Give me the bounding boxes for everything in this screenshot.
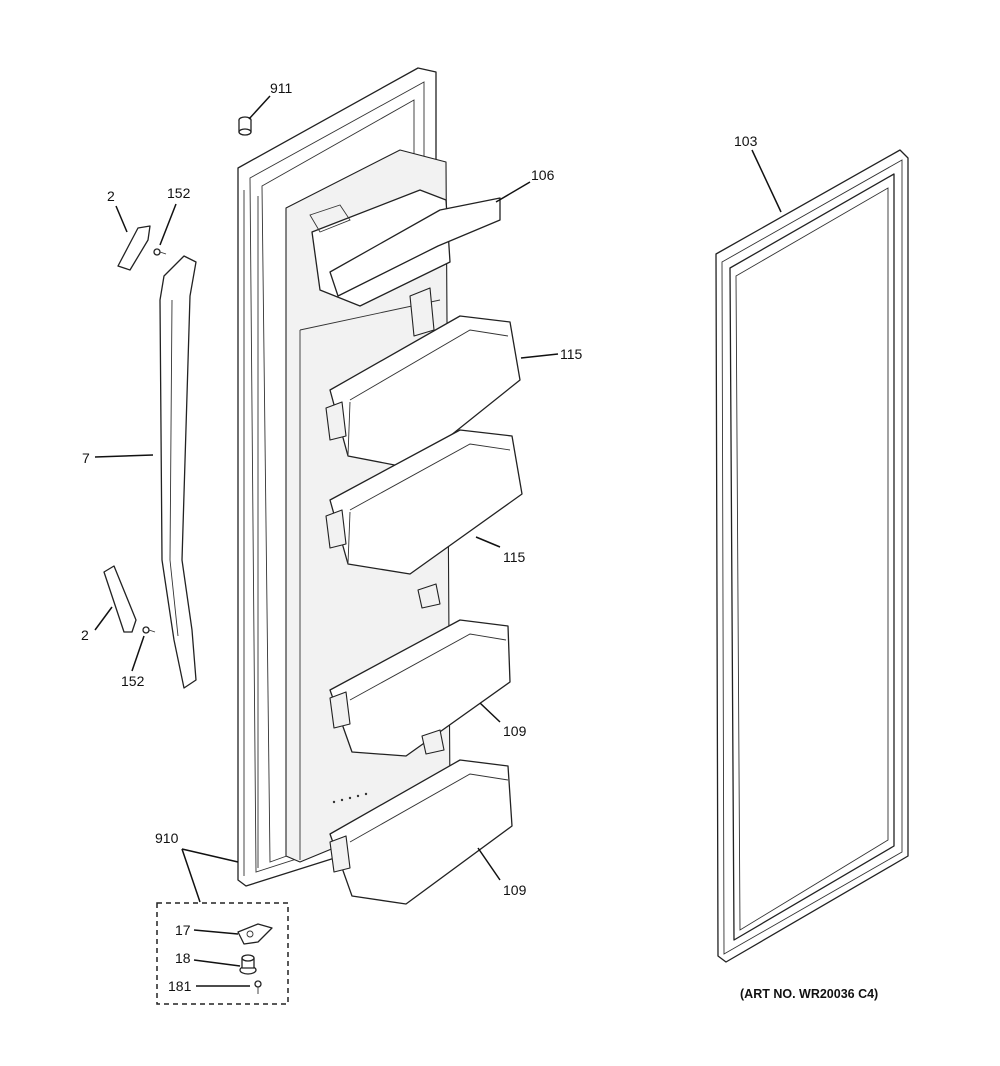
screw-181 bbox=[254, 980, 262, 994]
callout-labels: 911 106 103 2 152 115 115 7 2 152 109 10… bbox=[81, 80, 758, 994]
label-115-lower: 115 bbox=[503, 549, 526, 565]
label-152-bottom: 152 bbox=[121, 673, 145, 689]
cap-2-bottom bbox=[103, 565, 137, 633]
label-2-top: 2 bbox=[107, 188, 115, 204]
cap-2-top bbox=[117, 225, 151, 271]
label-103: 103 bbox=[734, 133, 758, 149]
gasket-103 bbox=[715, 149, 909, 963]
door-edge-ridges bbox=[243, 190, 259, 876]
label-17: 17 bbox=[175, 922, 191, 938]
label-910: 910 bbox=[155, 830, 179, 846]
cap-911 bbox=[238, 116, 252, 136]
label-18: 18 bbox=[175, 950, 191, 966]
label-2-bottom: 2 bbox=[81, 627, 89, 643]
dairy-door-106 bbox=[309, 189, 501, 307]
label-106: 106 bbox=[531, 167, 555, 183]
label-911: 911 bbox=[270, 80, 293, 96]
bushing-18 bbox=[239, 954, 257, 975]
label-109-upper: 109 bbox=[503, 723, 527, 739]
label-109-lower: 109 bbox=[503, 882, 527, 898]
door-bin-109-upper bbox=[329, 619, 511, 757]
screw-152-top bbox=[153, 248, 167, 256]
door-bin-109-lower bbox=[329, 759, 513, 905]
liner-clips bbox=[409, 287, 445, 755]
label-115-upper: 115 bbox=[560, 346, 583, 362]
art-number-caption: (ART NO. WR20036 C4) bbox=[740, 987, 878, 1001]
door-bin-115-upper bbox=[325, 315, 521, 469]
leader-lines bbox=[94, 95, 782, 987]
label-152-top: 152 bbox=[167, 185, 191, 201]
hinge-17 bbox=[237, 923, 273, 945]
door-bin-115-lower bbox=[325, 429, 523, 575]
label-181: 181 bbox=[168, 978, 192, 994]
label-7: 7 bbox=[82, 450, 90, 466]
hinge-kit-910 bbox=[156, 902, 289, 1005]
handle-7 bbox=[159, 255, 197, 689]
screw-152-bottom bbox=[142, 626, 156, 634]
